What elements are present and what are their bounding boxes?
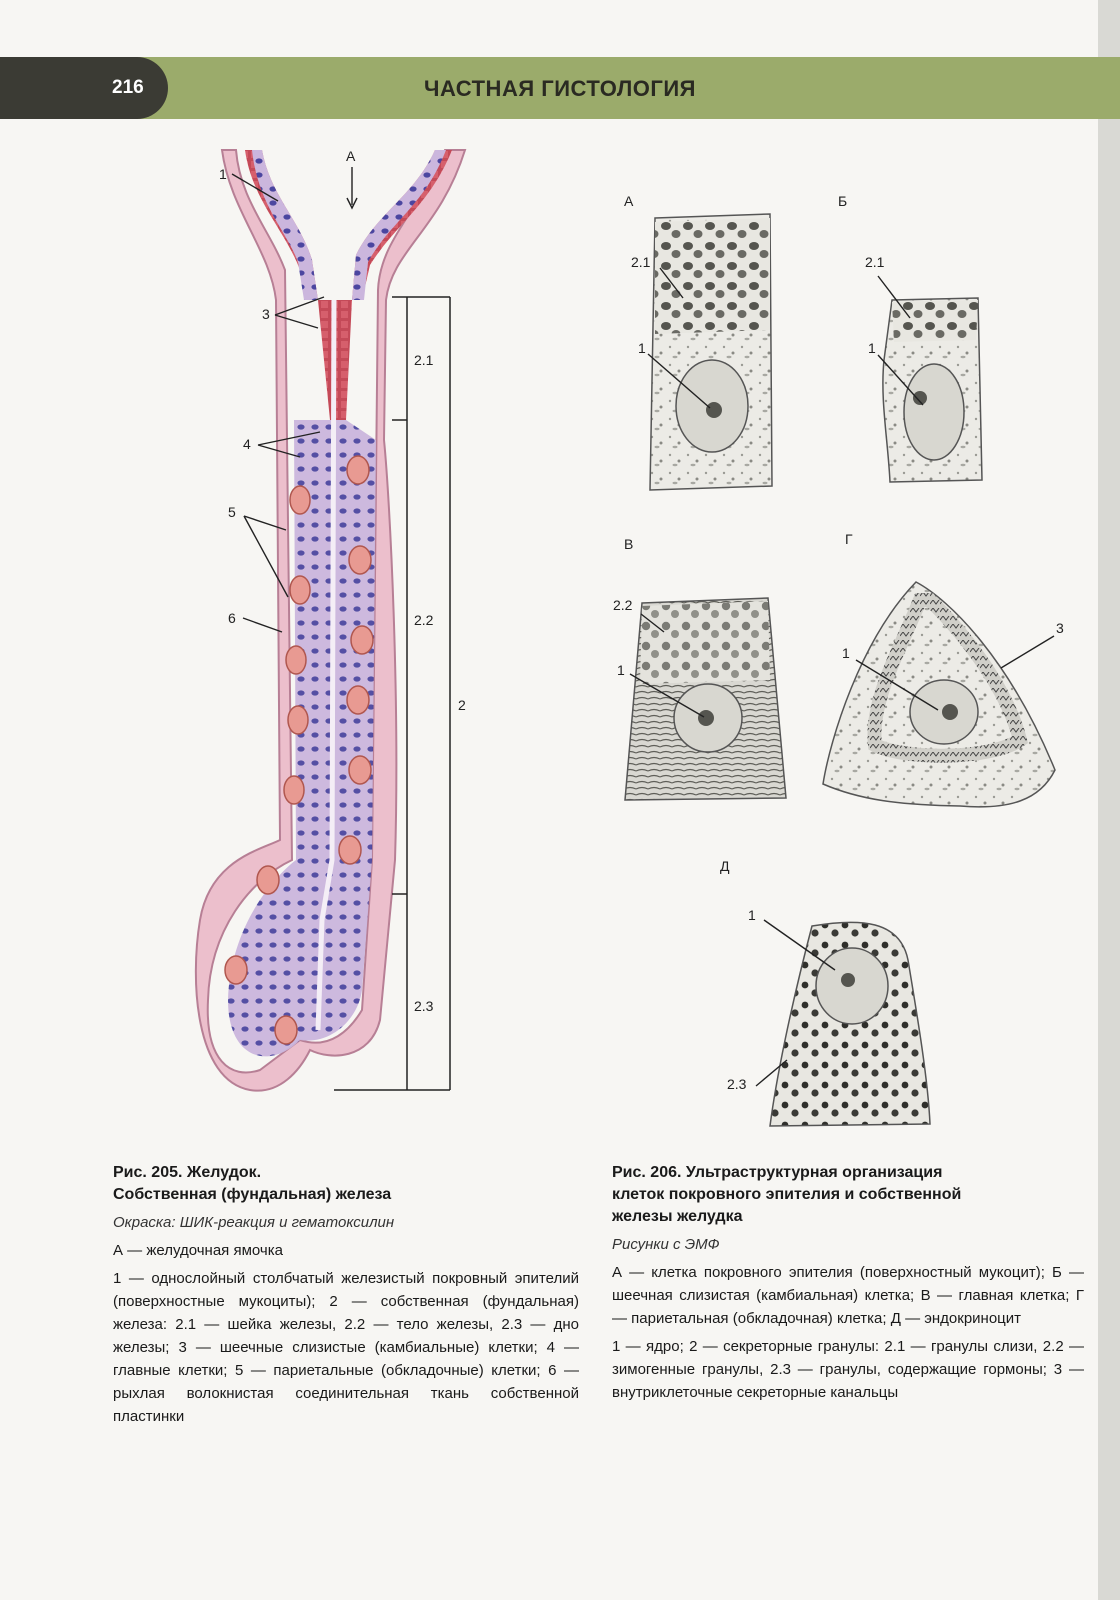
fig206-panel-D: Д — [720, 858, 730, 874]
fig205-label-4: 4 — [243, 436, 251, 452]
fig205-label-1: 1 — [219, 166, 227, 182]
fig205-label-2-1: 2.1 — [414, 352, 434, 368]
parietal-cells — [224, 455, 374, 1045]
cell-D-endocrinocyte — [769, 921, 931, 1127]
fig206-caption-legend-numbers: 1 — ядро; 2 — секреторные гранулы: 2.1 —… — [612, 1338, 1084, 1401]
fig205-label-5: 5 — [228, 504, 236, 520]
fig205-label-6: 6 — [228, 610, 236, 626]
fig206-G-label-3: 3 — [1056, 620, 1064, 636]
fig206-panel-G: Г — [845, 531, 853, 547]
fig206-V-label-1: 1 — [617, 662, 625, 678]
fig205-label-2-3: 2.3 — [414, 998, 434, 1014]
fig205-caption: Рис. 205. Желудок. Собственная (фундальн… — [113, 1162, 579, 1428]
fig205-caption-title-2: Собственная (фундальная) железа — [113, 1186, 392, 1203]
fig206-caption-source: Рисунки с ЭМФ — [612, 1236, 720, 1253]
fig205-caption-legend-a: А — желудочная ямочка — [113, 1242, 283, 1259]
cell-V-chief-cell — [624, 597, 787, 801]
fig206-panel-B: Б — [838, 193, 848, 209]
fig206-G-label-1: 1 — [842, 645, 850, 661]
fig205-caption-stain: Окраска: ШИК-реакция и гематоксилин — [113, 1214, 395, 1231]
fig206-D-label-2-3: 2.3 — [727, 1076, 747, 1092]
fig206-caption: Рис. 206. Ультраструктурная организация … — [612, 1162, 1084, 1404]
cell-A-surface-mucocyte — [649, 213, 773, 491]
fig206-panel-V: В — [624, 536, 634, 552]
fig206-caption-title-3: железы желудка — [612, 1208, 743, 1225]
fig205-caption-title-1: Рис. 205. Желудок. — [113, 1164, 262, 1181]
page-title: ЧАСТНАЯ ГИСТОЛОГИЯ — [423, 76, 696, 101]
fig206-B-label-1: 1 — [868, 340, 876, 356]
fig205-label-2: 2 — [458, 697, 466, 713]
page-number: 216 — [0, 57, 168, 119]
fig206-caption-legend-panels: А — клетка покровного эпителия (поверхно… — [612, 1264, 1084, 1327]
nucleus-B — [903, 363, 965, 461]
header-band — [0, 57, 1120, 119]
fig206-A-label-2-1: 2.1 — [631, 254, 651, 270]
gland-body — [228, 420, 376, 1057]
nucleus-D — [815, 947, 889, 1025]
cell-G-parietal-cell — [822, 581, 1056, 808]
cell-B-neck-mucous-cell — [882, 297, 983, 483]
fig206-caption-title-1: Рис. 206. Ультраструктурная организация — [612, 1164, 943, 1181]
fig206-panel-A: А — [624, 193, 634, 209]
fig206-B-label-2-1: 2.1 — [865, 254, 885, 270]
fig206-V-label-2-2: 2.2 — [613, 597, 633, 613]
fig206-caption-title-2: клеток покровного эпителия и собственной — [612, 1186, 962, 1203]
pointer-lines — [231, 167, 358, 633]
page-edge — [1098, 0, 1120, 1600]
fig206-A-label-1: 1 — [638, 340, 646, 356]
fig205-label-2-2: 2.2 — [414, 612, 434, 628]
fig205-caption-legend: 1 — однослойный столбчатый железистый по… — [113, 1270, 579, 1425]
fig206-pointer-lines — [629, 267, 1055, 1087]
region-brackets — [334, 296, 451, 1091]
connective-tissue — [194, 149, 467, 1092]
fig205-label-3: 3 — [262, 306, 270, 322]
fig206-D-label-1: 1 — [748, 907, 756, 923]
fig205-label-A: А — [346, 148, 356, 164]
